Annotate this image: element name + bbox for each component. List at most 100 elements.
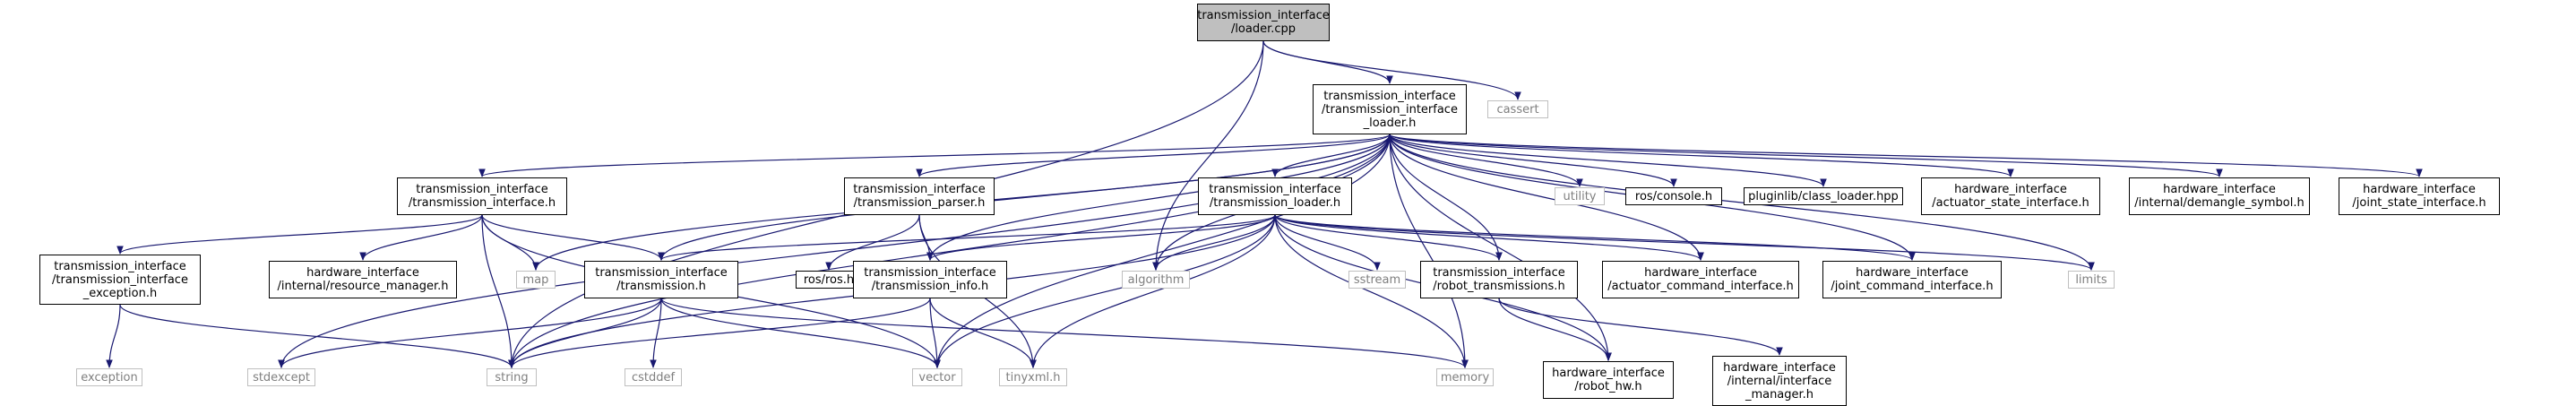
edge-loader_h-to-console xyxy=(1389,134,1677,187)
node-label-line: exception xyxy=(81,370,138,384)
node-exception: exception xyxy=(76,368,142,386)
edge-info_h-to-vector xyxy=(929,298,941,368)
node-label-line: _manager.h xyxy=(1745,387,1814,402)
node-label-line: pluginlib/class_loader.hpp xyxy=(1748,189,1899,203)
node-transmission-info-h[interactable]: transmission_interface/transmission_info… xyxy=(853,261,1007,298)
edge-transmission_h-to-memory xyxy=(660,298,1469,368)
edge-tl_h-to-info_h xyxy=(926,214,1276,261)
node-label-line: transmission_interface xyxy=(1209,183,1341,196)
edge-transmission_h-to-vector xyxy=(660,298,941,368)
edge-loader_h-to-stdexcept xyxy=(278,134,1391,368)
node-ros-console-h[interactable]: ros/console.h xyxy=(1625,187,1722,205)
edge-info_h-to-string xyxy=(508,298,931,368)
node-label-line: transmission_interface xyxy=(1323,89,1456,103)
edge-loader_h-to-robot_trans xyxy=(1389,134,1503,261)
node-string: string xyxy=(487,368,537,386)
node-label-line: transmission_interface xyxy=(54,259,186,273)
node-label-line: stdexcept xyxy=(253,370,310,384)
node-loader-h[interactable]: transmission_interface/transmission_inte… xyxy=(1313,84,1467,134)
node-root: transmission_interface/loader.cpp xyxy=(1197,4,1330,41)
node-label-line: transmission_interface xyxy=(595,266,728,280)
edge-loader_h-to-robot_hw xyxy=(1389,134,1612,361)
node-label-line: /transmission_parser.h xyxy=(853,196,986,210)
node-joint-state-interface-h[interactable]: hardware_interface/joint_state_interface… xyxy=(2339,177,2500,215)
node-label-line: /joint_state_interface.h xyxy=(2352,196,2486,210)
node-interface-manager-h[interactable]: hardware_interface/internal/interface_ma… xyxy=(1712,356,1847,406)
edge-tl_h-to-vector xyxy=(934,214,1276,368)
edge-loader_h-to-tl_h xyxy=(1271,134,1391,177)
node-transmission-interface-exception-h[interactable]: transmission_interface/transmission_inte… xyxy=(39,255,201,305)
edge-tl_h-to-algorithm xyxy=(1152,214,1276,271)
edge-ti_h-to-resource_mgr xyxy=(359,214,483,261)
edge-loader_h-to-demangle xyxy=(1389,134,2223,177)
edge-transmission_h-to-stdexcept xyxy=(278,298,662,368)
node-label-line: transmission_interface xyxy=(853,183,986,196)
node-memory: memory xyxy=(1436,368,1494,386)
node-transmission-interface-h[interactable]: transmission_interface/transmission_inte… xyxy=(397,177,567,215)
edge-tl_h-to-joint_cmd xyxy=(1274,214,1916,261)
node-label-line: hardware_interface xyxy=(1552,367,1665,380)
node-label-line: /internal/demangle_symbol.h xyxy=(2134,196,2305,210)
edge-tl_h-to-transmission_h xyxy=(658,214,1276,261)
node-label-line: /transmission_interface.h xyxy=(408,196,556,210)
node-label-line: limits xyxy=(2075,272,2107,287)
node-actuator-command-interface-h[interactable]: hardware_interface/actuator_command_inte… xyxy=(1602,261,1799,298)
node-class-loader-hpp[interactable]: pluginlib/class_loader.hpp xyxy=(1744,187,1903,205)
node-label-line: map xyxy=(522,272,549,287)
edge-tl_h-to-tinyxml xyxy=(1030,214,1276,368)
node-utility: utility xyxy=(1555,187,1605,205)
node-transmission-parser-h[interactable]: transmission_interface/transmission_pars… xyxy=(844,177,995,215)
edge-tl_h-to-sstream xyxy=(1274,214,1381,271)
edge-loader_h-to-actuator_state xyxy=(1389,134,2014,177)
node-label-line: vector xyxy=(918,370,956,384)
node-resource-manager-h[interactable]: hardware_interface/internal/resource_man… xyxy=(269,261,457,298)
edge-robot_trans-to-iface_mgr xyxy=(1498,298,1783,356)
node-tinyxml-h: tinyxml.h xyxy=(999,368,1067,386)
edge-loader_h-to-string xyxy=(508,134,1391,368)
node-label-line: hardware_interface xyxy=(1723,360,1836,375)
node-label-line: /joint_command_interface.h xyxy=(1831,280,1994,293)
node-label-line: hardware_interface xyxy=(1644,266,1757,280)
node-label-line: /robot_hw.h xyxy=(1574,380,1642,393)
edge-exception_h-to-exception xyxy=(106,304,121,368)
node-label-line: hardware_interface xyxy=(306,266,419,280)
node-label-line: sstream xyxy=(1353,272,1401,287)
edge-parser_h-to-info_h xyxy=(918,214,934,261)
node-label-line: string xyxy=(495,370,529,384)
node-actuator-state-interface-h[interactable]: hardware_interface/actuator_state_interf… xyxy=(1921,177,2100,215)
edge-tl_h-to-actuator_cmd xyxy=(1274,214,1704,261)
node-label-line: /internal/interface xyxy=(1727,374,1832,388)
node-label-line: _loader.h xyxy=(1363,116,1417,130)
node-label-line: /actuator_state_interface.h xyxy=(1932,196,2089,210)
node-label-line: _exception.h xyxy=(82,286,158,300)
node-demangle-symbol-h[interactable]: hardware_interface/internal/demangle_sym… xyxy=(2129,177,2310,215)
edge-info_h-to-tinyxml xyxy=(929,298,1037,368)
node-transmission-h[interactable]: transmission_interface/transmission.h xyxy=(584,261,738,298)
edge-ti_h-to-transmission_h xyxy=(481,214,665,261)
edge-ti_h-to-exception_h xyxy=(116,214,483,255)
node-ros-ros-h[interactable]: ros/ros.h xyxy=(796,271,862,289)
node-robot-hw-h[interactable]: hardware_interface/robot_hw.h xyxy=(1543,361,1674,399)
node-robot-transmissions-h[interactable]: transmission_interface/robot_transmissio… xyxy=(1420,261,1578,298)
edge-tl_h-to-limits xyxy=(1274,214,2095,271)
node-label-line: algorithm xyxy=(1127,272,1185,287)
node-transmission-loader-h[interactable]: transmission_interface/transmission_load… xyxy=(1198,177,1352,215)
edge-loader_h-to-actuator_cmd xyxy=(1389,134,1704,261)
edge-loader_h-to-ti_h xyxy=(478,134,1391,177)
node-label-line: /transmission_info.h xyxy=(871,280,989,293)
node-stdexcept: stdexcept xyxy=(247,368,315,386)
node-label-line: ros/ros.h xyxy=(803,272,855,287)
edge-loader_h-to-joint_state xyxy=(1389,134,2423,177)
node-joint-command-interface-h[interactable]: hardware_interface/joint_command_interfa… xyxy=(1822,261,2002,298)
node-cassert: cassert xyxy=(1487,100,1548,118)
node-algorithm: algorithm xyxy=(1122,271,1190,289)
node-label-line: tinyxml.h xyxy=(1005,370,1061,384)
node-label-line: hardware_interface xyxy=(2363,183,2476,196)
node-label-line: memory xyxy=(1440,370,1490,384)
node-label-line: hardware_interface xyxy=(1856,266,1969,280)
node-label-line: /internal/resource_manager.h xyxy=(277,280,449,293)
node-label-line: transmission_interface xyxy=(1197,9,1330,22)
node-label-line: transmission_interface xyxy=(1433,266,1565,280)
node-label-line: /transmission.h xyxy=(616,280,706,293)
